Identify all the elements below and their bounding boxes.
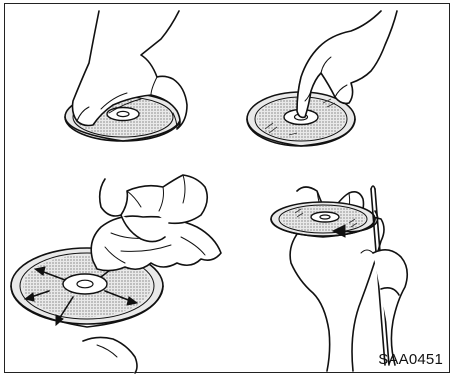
panel-hold-disc-edges: [65, 11, 187, 141]
panel-center-hole-grip: [247, 11, 397, 146]
panel-wipe-disc: [11, 175, 221, 373]
disc-care-illustration: [5, 4, 451, 374]
panel-check-disc-edge: [271, 186, 407, 371]
illustration-frame: SAA0451: [4, 3, 450, 373]
cloth-icon: [91, 216, 221, 270]
figure-code-label: SAA0451: [378, 351, 443, 368]
holding-hand-icon: [83, 337, 137, 373]
disc-icon: [271, 202, 375, 237]
